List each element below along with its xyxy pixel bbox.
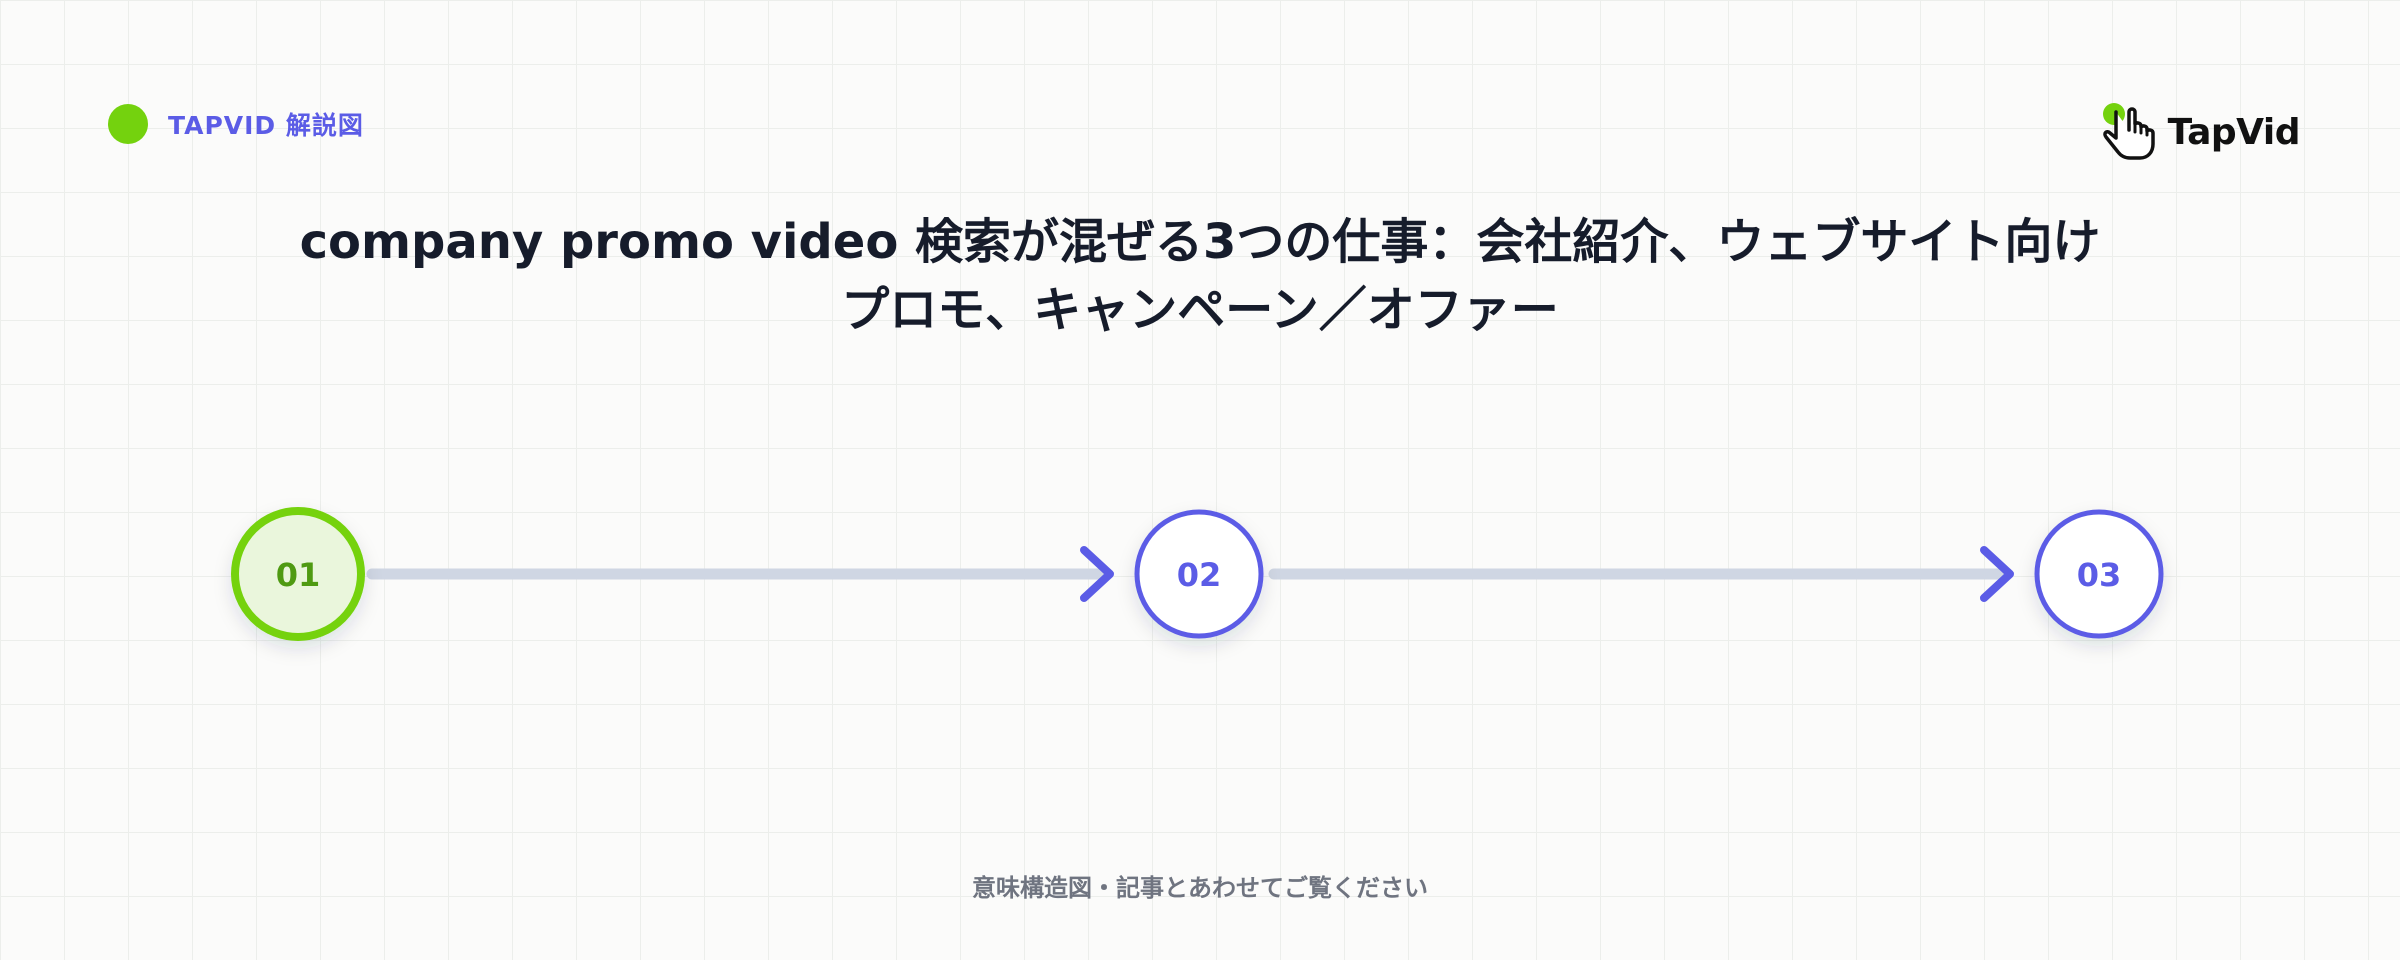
step-node-03[interactable]: 03 bbox=[2034, 509, 2164, 639]
step-label: 02 bbox=[1177, 556, 1222, 594]
logo-text: TapVid bbox=[2167, 111, 2301, 153]
step-label: 01 bbox=[276, 556, 321, 594]
brand-label: TAPVID 解説図 bbox=[168, 111, 364, 140]
brand-tag: TAPVID 解説図 bbox=[108, 104, 364, 144]
footer-note: 意味構造図・記事とあわせてご覧ください bbox=[972, 874, 1428, 902]
connector-1-2 bbox=[366, 546, 1114, 602]
connector-2-3 bbox=[1268, 546, 2014, 602]
page-title: company promo video 検索が混ぜる3つの仕事：会社紹介、ウェブ… bbox=[200, 208, 2200, 344]
arrow-right-icon bbox=[1080, 546, 1114, 602]
step-label: 03 bbox=[2077, 556, 2122, 594]
arrow-right-icon bbox=[1980, 546, 2014, 602]
hand-pointer-icon bbox=[2102, 103, 2155, 160]
tapvid-logo[interactable]: TapVid bbox=[2100, 100, 2301, 164]
step-node-01[interactable]: 01 bbox=[231, 507, 365, 641]
title-line-2: プロモ、キャンペーン／オファー bbox=[841, 282, 1559, 338]
step-node-02[interactable]: 02 bbox=[1134, 509, 1264, 639]
brand-dot bbox=[108, 104, 148, 144]
title-line-1: company promo video 検索が混ぜる3つの仕事：会社紹介、ウェブ… bbox=[299, 214, 2101, 270]
